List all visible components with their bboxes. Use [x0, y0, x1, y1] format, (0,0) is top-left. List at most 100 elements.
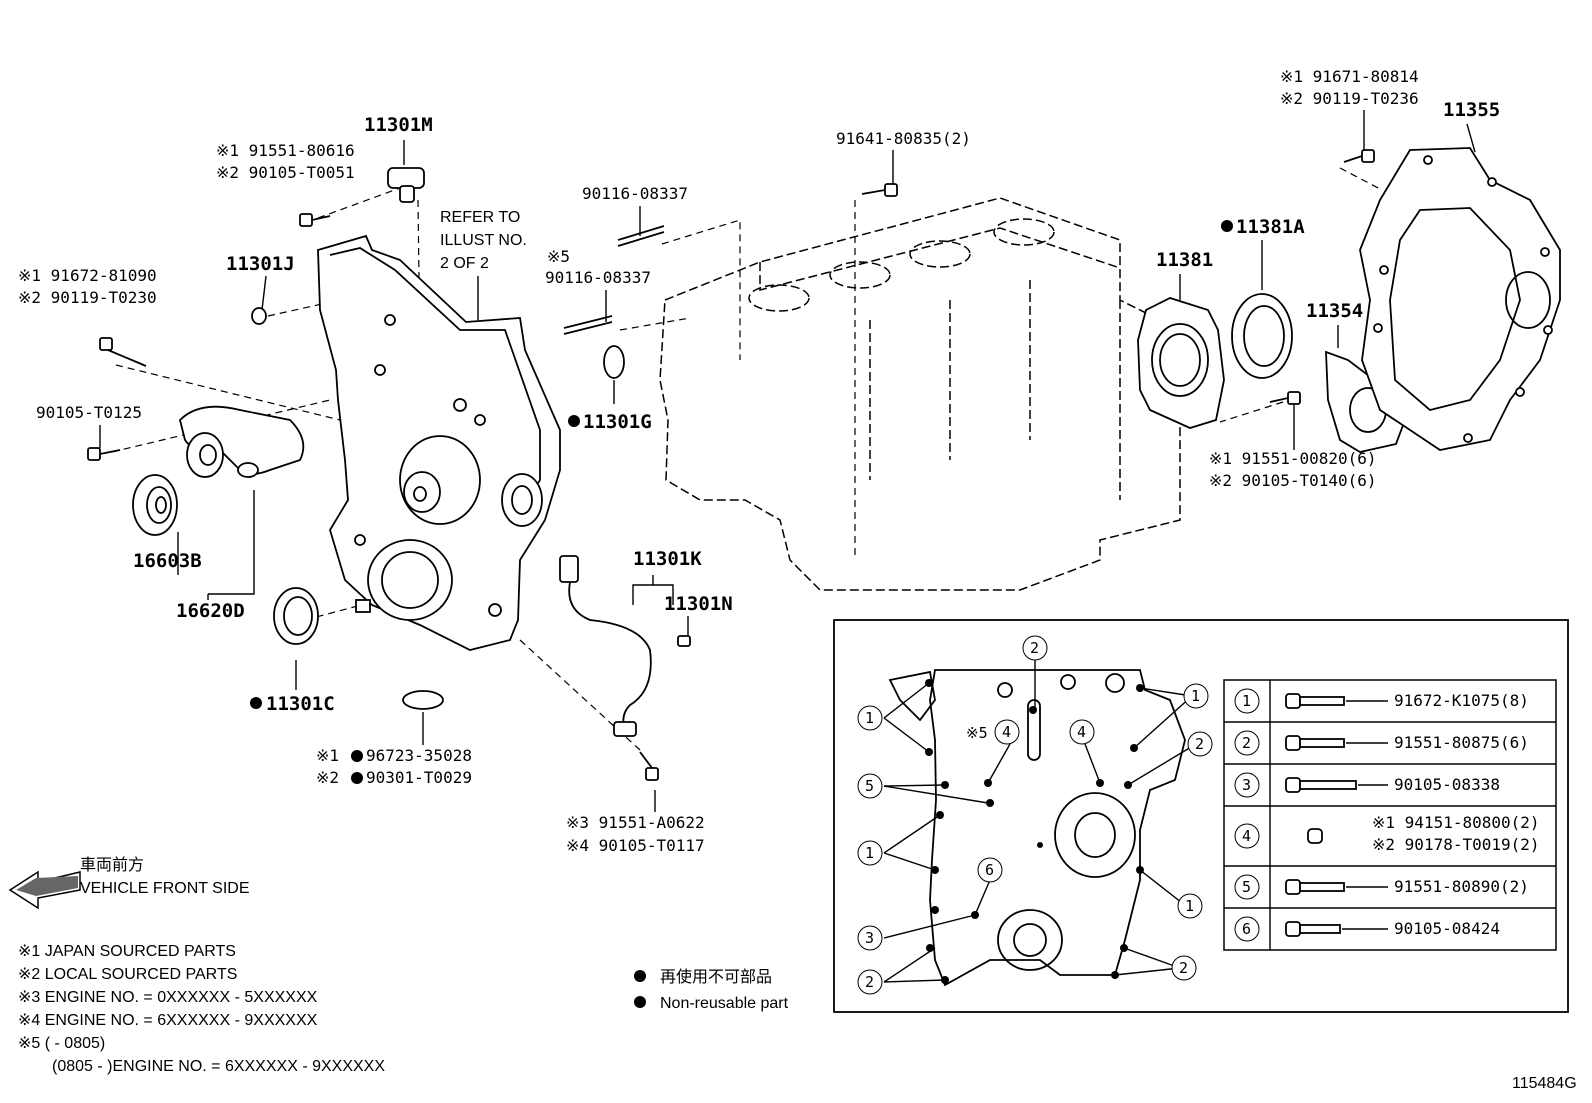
table-row-num: 2	[1242, 734, 1251, 752]
callout-11301C: 11301C	[266, 693, 335, 715]
table-row-num: 4	[1242, 827, 1251, 845]
svg-text:2: 2	[1195, 735, 1204, 753]
nonreusable-dot	[568, 415, 580, 427]
table-row-num: 5	[1242, 878, 1251, 896]
refer-text-1: REFER TO	[440, 209, 520, 226]
nonreusable-dot	[250, 697, 262, 709]
callout-sensor-4: ※4 90105-T0117	[566, 836, 705, 855]
table-bolt-icons	[1285, 693, 1388, 937]
o-ring	[402, 690, 444, 710]
callout-seal-local: ※2 90105-T0140(6)	[1209, 471, 1377, 490]
svg-text:※5: ※5	[966, 724, 988, 742]
rear-oil-seal-retainer	[1137, 297, 1225, 429]
inset-bolt-points	[925, 679, 1144, 984]
o-ring-11301G	[603, 345, 625, 379]
cylinder-block	[659, 197, 1181, 591]
table-part-number: 91672-K1075(8)	[1394, 691, 1529, 710]
callout-plate-local: ※2 90119-T0236	[1280, 89, 1419, 108]
nonreusable-dot	[351, 750, 363, 762]
leader-lines	[99, 110, 1476, 812]
nonreusable-dot	[1221, 220, 1233, 232]
idler-pulley	[132, 474, 178, 536]
svg-text:6: 6	[985, 861, 994, 879]
bolt-icon	[1343, 149, 1375, 163]
legend-dot-icon	[634, 996, 646, 1008]
engine-rear-end-plate	[1359, 147, 1561, 451]
callout-90105-T0125: 90105-T0125	[36, 403, 142, 422]
legend-dot-icon	[634, 970, 646, 982]
callout-sensor-3: ※3 91551-A0622	[566, 813, 705, 832]
callout-plate-japan: ※1 91671-80814	[1280, 67, 1419, 86]
callout-oring-japan-mark: ※1	[316, 746, 339, 765]
inset-panel	[833, 619, 1569, 1013]
crank-oil-seal	[273, 587, 319, 645]
vehicle-front-jp: 車両前方	[80, 856, 144, 874]
table-row-num: 1	[1242, 692, 1251, 710]
footnote-5: ※5 ( - 0805)	[18, 1035, 105, 1052]
callout-stud-a: 90116-08337	[582, 184, 688, 203]
bolt-icon	[99, 337, 147, 367]
svg-text:3: 3	[865, 929, 874, 947]
callout-16603B: 16603B	[133, 550, 202, 572]
callout-11354: 11354	[1306, 300, 1363, 322]
callout-bolt-japan: ※1 91672-81090	[18, 266, 157, 285]
footnote-1: ※1 JAPAN SOURCED PARTS	[18, 943, 236, 960]
bolt-icon	[861, 183, 898, 197]
bolt-icon	[299, 213, 331, 227]
refer-text-3: 2 OF 2	[440, 255, 489, 272]
vehicle-front-arrow-icon	[8, 870, 81, 910]
bolt-icon	[1269, 391, 1301, 405]
callout-oring-local-mark: ※2	[316, 768, 339, 787]
illustration-id: 115484G	[1512, 1075, 1577, 1092]
bolt-icon	[639, 751, 659, 781]
inset-markers: 2 1 5 1 3 2 ※5 4 4 1 2 6 1 2	[857, 635, 1213, 995]
svg-text:1: 1	[1191, 687, 1200, 705]
stud-icon	[617, 225, 665, 247]
svg-text:4: 4	[1002, 723, 1011, 741]
callout-11381: 11381	[1156, 249, 1213, 271]
legend-en: Non-reusable part	[660, 995, 789, 1012]
svg-text:2: 2	[1179, 959, 1188, 977]
svg-text:2: 2	[1030, 639, 1039, 657]
callout-11301K: 11301K	[633, 548, 702, 570]
callout-seal-japan: ※1 91551-00820(6)	[1209, 449, 1377, 468]
svg-text:1: 1	[865, 709, 874, 727]
footnote-4: ※4 ENGINE NO. = 6XXXXXX - 9XXXXXX	[18, 1012, 318, 1029]
callout-16620D: 16620D	[176, 600, 245, 622]
callout-bolt-local: ※2 90119-T0230	[18, 288, 157, 307]
inset-leaders	[883, 660, 1197, 983]
table-row-num: 6	[1242, 920, 1251, 938]
table-row-num: 3	[1242, 776, 1251, 794]
vehicle-front-en: VEHICLE FRONT SIDE	[80, 880, 250, 897]
svg-text:1: 1	[865, 844, 874, 862]
cam-position-sensor	[387, 167, 425, 203]
timing-chain-cover	[317, 234, 561, 651]
callout-11301M-local: ※2 90105-T0051	[216, 163, 355, 182]
inset-timing-cover	[888, 669, 1186, 987]
legend-jp: 再使用不可部品	[660, 968, 772, 986]
bolt-icon	[87, 447, 121, 461]
callout-stud-b-note: ※5	[547, 247, 570, 266]
callout-11301N: 11301N	[664, 593, 733, 615]
refer-text-2: ILLUST NO.	[440, 232, 527, 249]
callout-block-bolt: 91641-80835(2)	[836, 129, 971, 148]
svg-text:1: 1	[1185, 897, 1194, 915]
table-part-number: ※2 90178-T0019(2)	[1372, 835, 1540, 854]
callout-stud-b: 90116-08337	[545, 268, 651, 287]
table-part-number: 91551-80890(2)	[1394, 877, 1529, 896]
table-part-number: 91551-80875(6)	[1394, 733, 1529, 752]
callout-oring-japan-pn: 96723-35028	[366, 746, 472, 765]
table-part-number: 90105-08424	[1394, 919, 1500, 938]
inset-bolt-table: 1 2 3 4 5 6 91672-K1075(8) 91551-80875(6…	[1223, 679, 1557, 951]
callout-11381A: 11381A	[1236, 216, 1305, 238]
belt-tensioner	[179, 405, 305, 478]
table-part-number: 90105-08338	[1394, 775, 1500, 794]
footnote-6: (0805 - )ENGINE NO. = 6XXXXXX - 9XXXXXX	[52, 1058, 385, 1075]
svg-text:5: 5	[865, 777, 874, 795]
rear-oil-seal-11381A	[1231, 293, 1293, 379]
callout-11301M: 11301M	[364, 114, 433, 136]
callout-11355: 11355	[1443, 99, 1500, 121]
svg-text:2: 2	[865, 973, 874, 991]
callout-11301M-japan: ※1 91551-80616	[216, 141, 355, 160]
